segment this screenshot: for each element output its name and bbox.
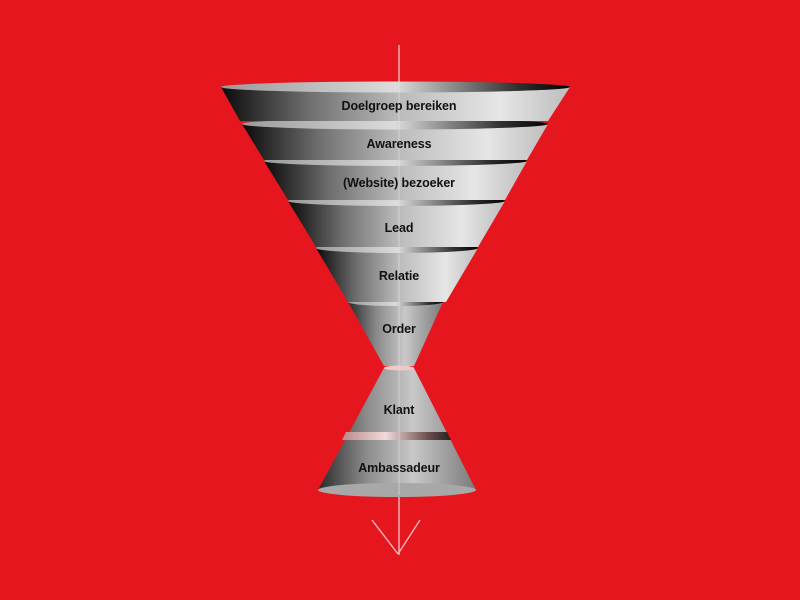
stage-label-lead: Lead	[384, 221, 414, 235]
stage-label-ambassadeur: Ambassadeur	[358, 461, 440, 475]
stage-label-klant: Klant	[383, 403, 415, 417]
funnel-bottom	[318, 365, 476, 497]
stage-label-order: Order	[382, 322, 416, 336]
stage-label-awareness: Awareness	[366, 137, 432, 151]
stage-label-relatie: Relatie	[378, 269, 420, 283]
stage-label-website-bezoeker: (Website) bezoeker	[343, 176, 455, 190]
stage-label-doelgroep-bereiken: Doelgroep bereiken	[341, 99, 457, 113]
arrow-down-icon	[371, 519, 421, 555]
funnel-top	[221, 81, 570, 366]
